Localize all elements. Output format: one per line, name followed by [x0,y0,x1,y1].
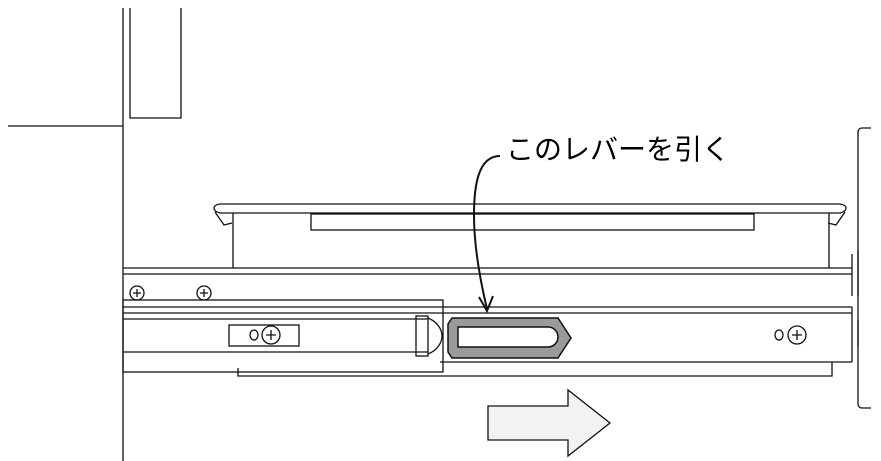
release-lever [447,317,572,359]
inner-rail-slot [228,324,300,347]
phillips-screw-icon [787,325,807,345]
callout-label: このレバーを引く [506,133,731,166]
callout-leader [472,155,501,314]
chassis-frame [8,8,871,461]
pull-direction-arrow-icon [487,388,612,458]
phillips-screw-icon [196,285,212,301]
inner-rail [122,299,784,373]
top-tray [213,203,847,268]
phillips-screw-icon [129,285,145,301]
phillips-screw-icon [261,325,281,345]
